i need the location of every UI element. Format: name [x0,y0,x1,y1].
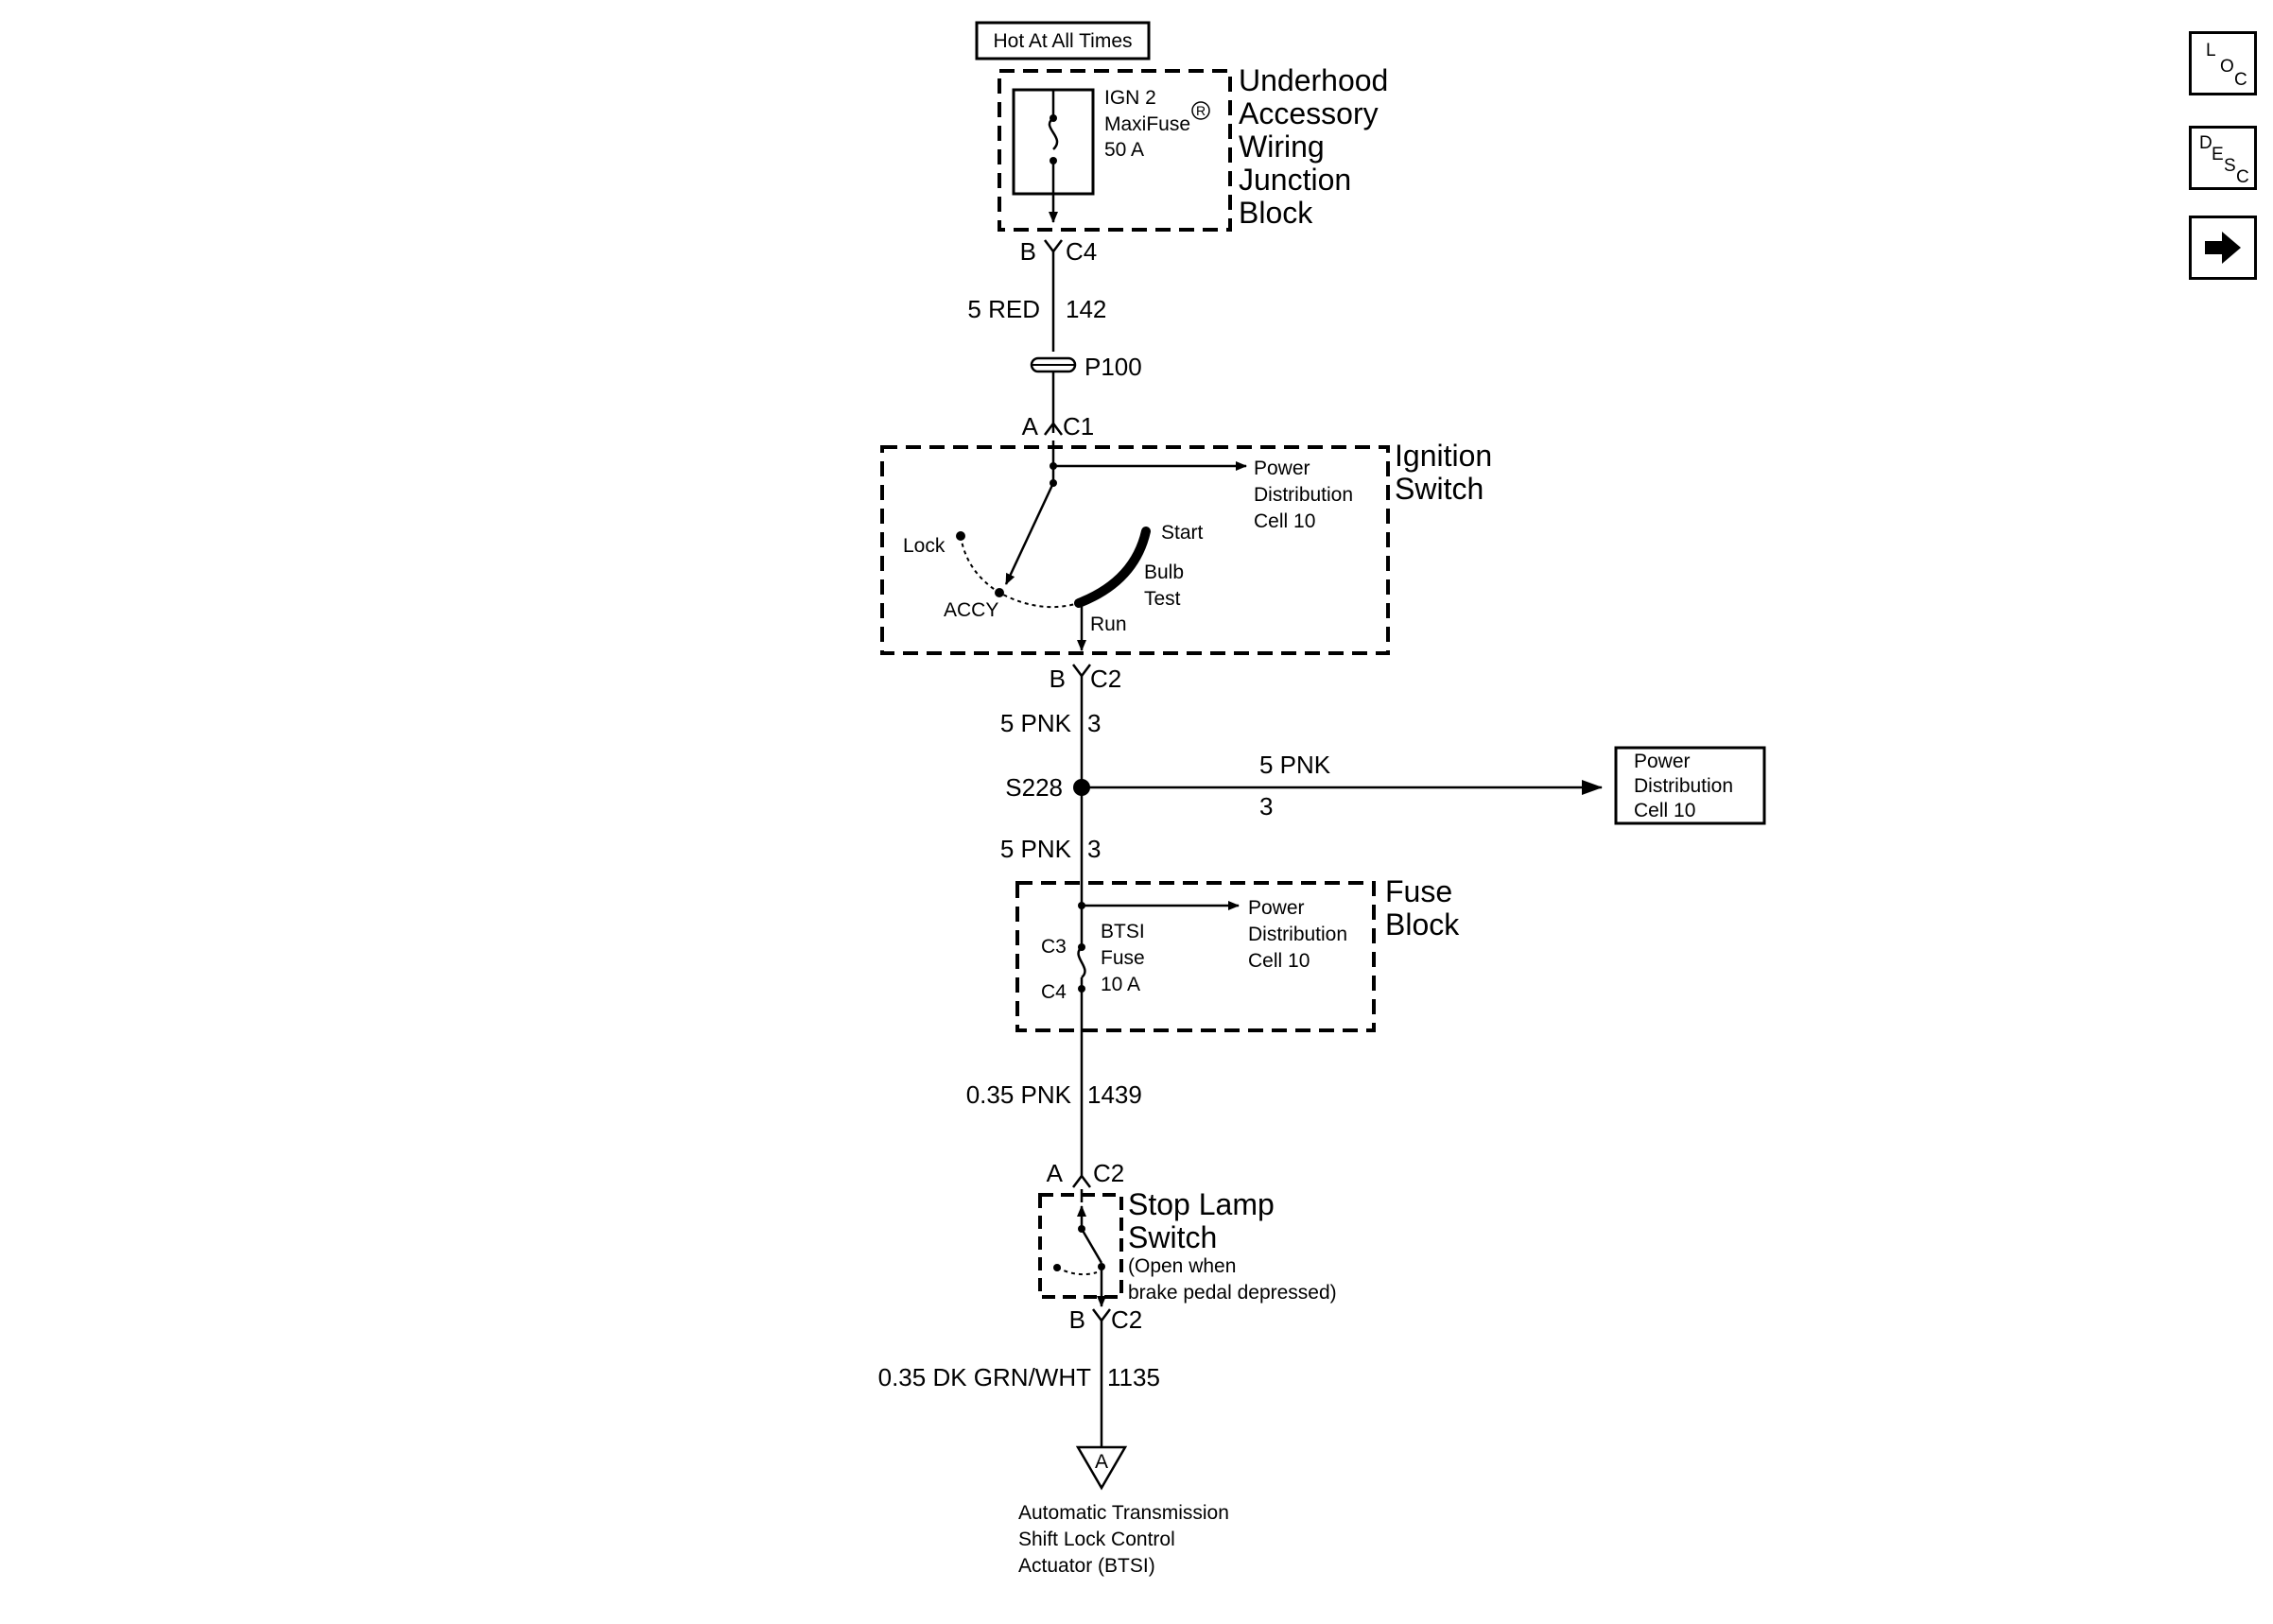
registered-mark [1191,101,1210,120]
splice-branch-circuit: 3 [1259,792,1273,821]
splice-dest-2: Distribution [1634,775,1733,797]
btsi-fuse-1: BTSI [1101,921,1145,942]
connector-c4-pin: B [1020,237,1036,266]
accy-contact [995,588,1004,597]
connector-c1-name: C1 [1063,412,1094,441]
maxifuse-symbol [1048,90,1059,223]
wire-3b-circuit: 3 [1087,835,1101,863]
junction-block-title-3: Wiring [1239,130,1325,164]
desc-c: C [2236,167,2249,187]
connector-c2-b-pin: B [1069,1305,1085,1334]
loc-l: L [2206,41,2216,60]
stop-lamp-switch: Stop Lamp Switch (Open when brake pedal … [1038,1187,1337,1307]
stop-lamp-note-2: brake pedal depressed) [1128,1282,1337,1304]
fuse-ref-2: Distribution [1248,924,1347,945]
wire-3b-color: 5 PNK [1000,835,1072,863]
pos-start: Start [1161,522,1204,544]
loc-o: O [2220,57,2234,77]
loc-c: C [2234,70,2247,90]
registered-mark-letter: R [1196,103,1206,118]
connector-c2-ign-name: C2 [1090,665,1121,693]
offpage-dest-3: Actuator (BTSI) [1018,1555,1155,1577]
wire-1135-color: 0.35 DK GRN/WHT [878,1363,1091,1391]
wire-3a-color: 5 PNK [1000,709,1072,737]
connector-c2-b-name: C2 [1111,1305,1142,1334]
ign-ref-3: Cell 10 [1254,510,1315,532]
fuse-ref-3: Cell 10 [1248,950,1310,972]
splice-dest-3: Cell 10 [1634,800,1695,821]
ign-title-1: Ignition [1395,439,1492,473]
fuse-block-title-2: Block [1385,907,1460,942]
pos-run: Run [1090,613,1127,635]
junction-block-title-2: Accessory [1239,96,1379,130]
passthrough-p100: P100 [1030,353,1142,381]
connector-c2-ign-pin: B [1050,665,1066,693]
description-button[interactable]: D E S C [2189,126,2257,190]
fuse-out-pin: C4 [1041,981,1067,1003]
pos-bulb: Bulb [1144,561,1184,583]
splice-dest-1: Power [1634,751,1691,772]
desc-e: E [2212,145,2224,164]
connector-c2-b: B C2 [1069,1305,1143,1334]
next-page-button[interactable] [2189,216,2257,280]
maxifuse-rating: 50 A [1104,139,1144,161]
wire-1439-circuit: 1439 [1087,1080,1142,1109]
pos-accy: ACCY [944,599,998,621]
arrow-right-icon [2205,232,2241,264]
maxifuse-label-2: MaxiFuse [1104,113,1190,135]
connector-c2-a-name: C2 [1093,1159,1124,1187]
pos-lock: Lock [903,535,946,557]
wire-3a-circuit: 3 [1087,709,1101,737]
ignition-switch: Power Distribution Cell 10 Ignition Swit… [880,439,1492,655]
btsi-fuse-2: Fuse [1101,947,1145,969]
offpage-dest-2: Shift Lock Control [1018,1529,1175,1550]
splice-branch-color: 5 PNK [1259,751,1331,779]
junction-block-title-4: Junction [1239,163,1351,197]
fuse-block: Power Distribution Cell 10 C3 C4 BTSI Fu… [1015,874,1460,1032]
fuse-in-pin: C3 [1041,936,1067,958]
connector-c2-a: A C2 [1047,1159,1124,1188]
btsi-fuse-3: 10 A [1101,974,1140,995]
stop-lamp-title-1: Stop Lamp [1128,1187,1275,1221]
power-source-text: Hot At All Times [993,30,1132,52]
desc-d: D [2199,133,2212,153]
power-source-label: Hot At All Times [975,21,1151,60]
connector-c2-a-pin: A [1047,1159,1064,1187]
junction-block-title-1: Underhood [1239,63,1388,97]
splice-s228: S228 5 PNK 3 Power Distribution Cell 10 [1005,746,1766,825]
pos-test: Test [1144,588,1181,610]
connector-c1: A C1 [1022,412,1095,441]
fuse-block-title-1: Fuse [1385,874,1452,908]
connector-c4-name: C4 [1066,237,1097,266]
stop-lamp-title-2: Switch [1128,1220,1217,1254]
offpage-dest-1: Automatic Transmission [1018,1502,1229,1524]
connector-c2-ign: B C2 [1050,664,1121,693]
location-button[interactable]: L O C [2189,31,2257,95]
connector-c1-pin: A [1022,412,1039,441]
offpage-letter: A [1095,1451,1108,1473]
ign-ref-2: Distribution [1254,484,1353,506]
junction-block-title-5: Block [1239,196,1313,230]
wire-142-circuit: 142 [1066,295,1106,323]
stop-lamp-note-1: (Open when [1128,1255,1236,1277]
wire-142-color: 5 RED [967,295,1040,323]
offpage-connector-a: A Automatic Transmission Shift Lock Cont… [1018,1445,1229,1577]
maxifuse-label-1: IGN 2 [1104,87,1156,109]
desc-s: S [2224,156,2236,176]
wire-1439-color: 0.35 PNK [966,1080,1072,1109]
splice-name: S228 [1005,773,1063,802]
wire-1135-circuit: 1135 [1107,1363,1160,1391]
run-start-arc [1074,527,1151,608]
ign-ref-1: Power [1254,458,1310,479]
connector-c4: B C4 [1020,237,1098,266]
ign-title-2: Switch [1395,472,1484,506]
passthrough-p100-label: P100 [1084,353,1142,381]
underhood-junction-block: IGN 2 MaxiFuse R 50 A Underhood Accessor… [998,63,1388,232]
fuse-ref-1: Power [1248,897,1305,919]
